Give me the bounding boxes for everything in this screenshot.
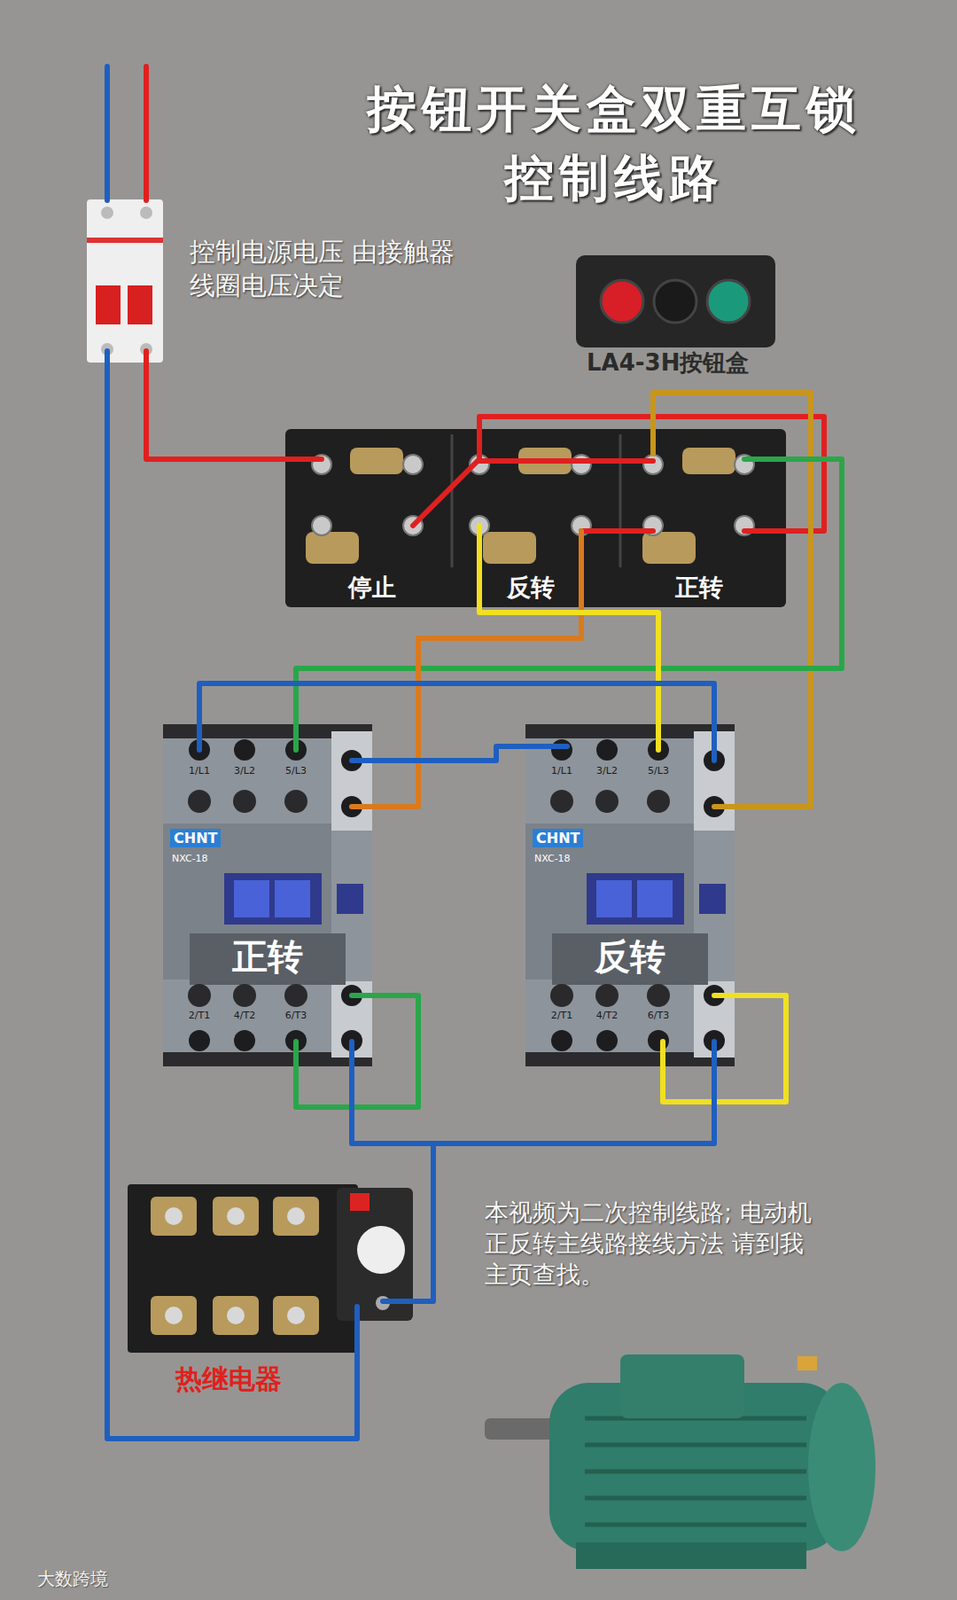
node-text: 1/L1 <box>551 764 573 777</box>
node-text: 反转 <box>594 934 666 978</box>
button-icons <box>575 255 776 348</box>
button-box: LA4-3H按钮盒 <box>575 255 776 348</box>
node-text: 1/L1 <box>188 764 211 777</box>
node-text: 3/L2 <box>233 764 256 777</box>
terminal-block: 停止 反转 正转 <box>285 428 786 607</box>
node-text: 热继电器 <box>175 1362 282 1395</box>
node-text: 正转 <box>675 573 724 602</box>
node-text: CHNT <box>532 828 584 848</box>
node-text: 反转 <box>506 573 555 602</box>
node-text: 4/T2 <box>233 1009 256 1021</box>
node-text: 2/T1 <box>188 1009 211 1021</box>
node-text: 4/T2 <box>596 1009 618 1021</box>
node-text: NXC-18 <box>171 852 209 864</box>
thermal-relay: 热继电器 <box>127 1183 413 1357</box>
contactor: 1/L1 3/L2 5/L3CHNT NXC-18 正转 2/T1 4/T2 6/T3 <box>163 723 373 1066</box>
node-text: 6/T3 <box>285 1009 307 1021</box>
node-text: 停止 <box>348 573 397 602</box>
note-text: 控制电源电压 由接触器线圈电压决定 <box>189 235 456 303</box>
title: 按钮开关盒双重互锁 控制线路 <box>339 74 889 214</box>
node-text: NXC-18 <box>534 852 571 864</box>
node-text: CHNT <box>170 828 221 848</box>
node-text: LA4-3H按钮盒 <box>586 349 749 377</box>
node-text: 5/L3 <box>285 764 307 777</box>
contactor: 1/L1 3/L2 5/L3CHNT NXC-18 反转 2/T1 4/T2 6/T3 <box>525 723 735 1066</box>
node-text: 6/T3 <box>647 1009 670 1021</box>
node-text: 5/L3 <box>647 764 670 777</box>
node-text: 2/T1 <box>551 1009 573 1021</box>
node-text: 正转 <box>232 934 304 978</box>
node-text: 3/L2 <box>596 764 618 777</box>
caption-text: 本视频为二次控制线路; 电动机正反转主线路接线方法 请到我主页查找。 <box>484 1196 822 1290</box>
watermark: 大数跨境 <box>37 1566 215 1590</box>
